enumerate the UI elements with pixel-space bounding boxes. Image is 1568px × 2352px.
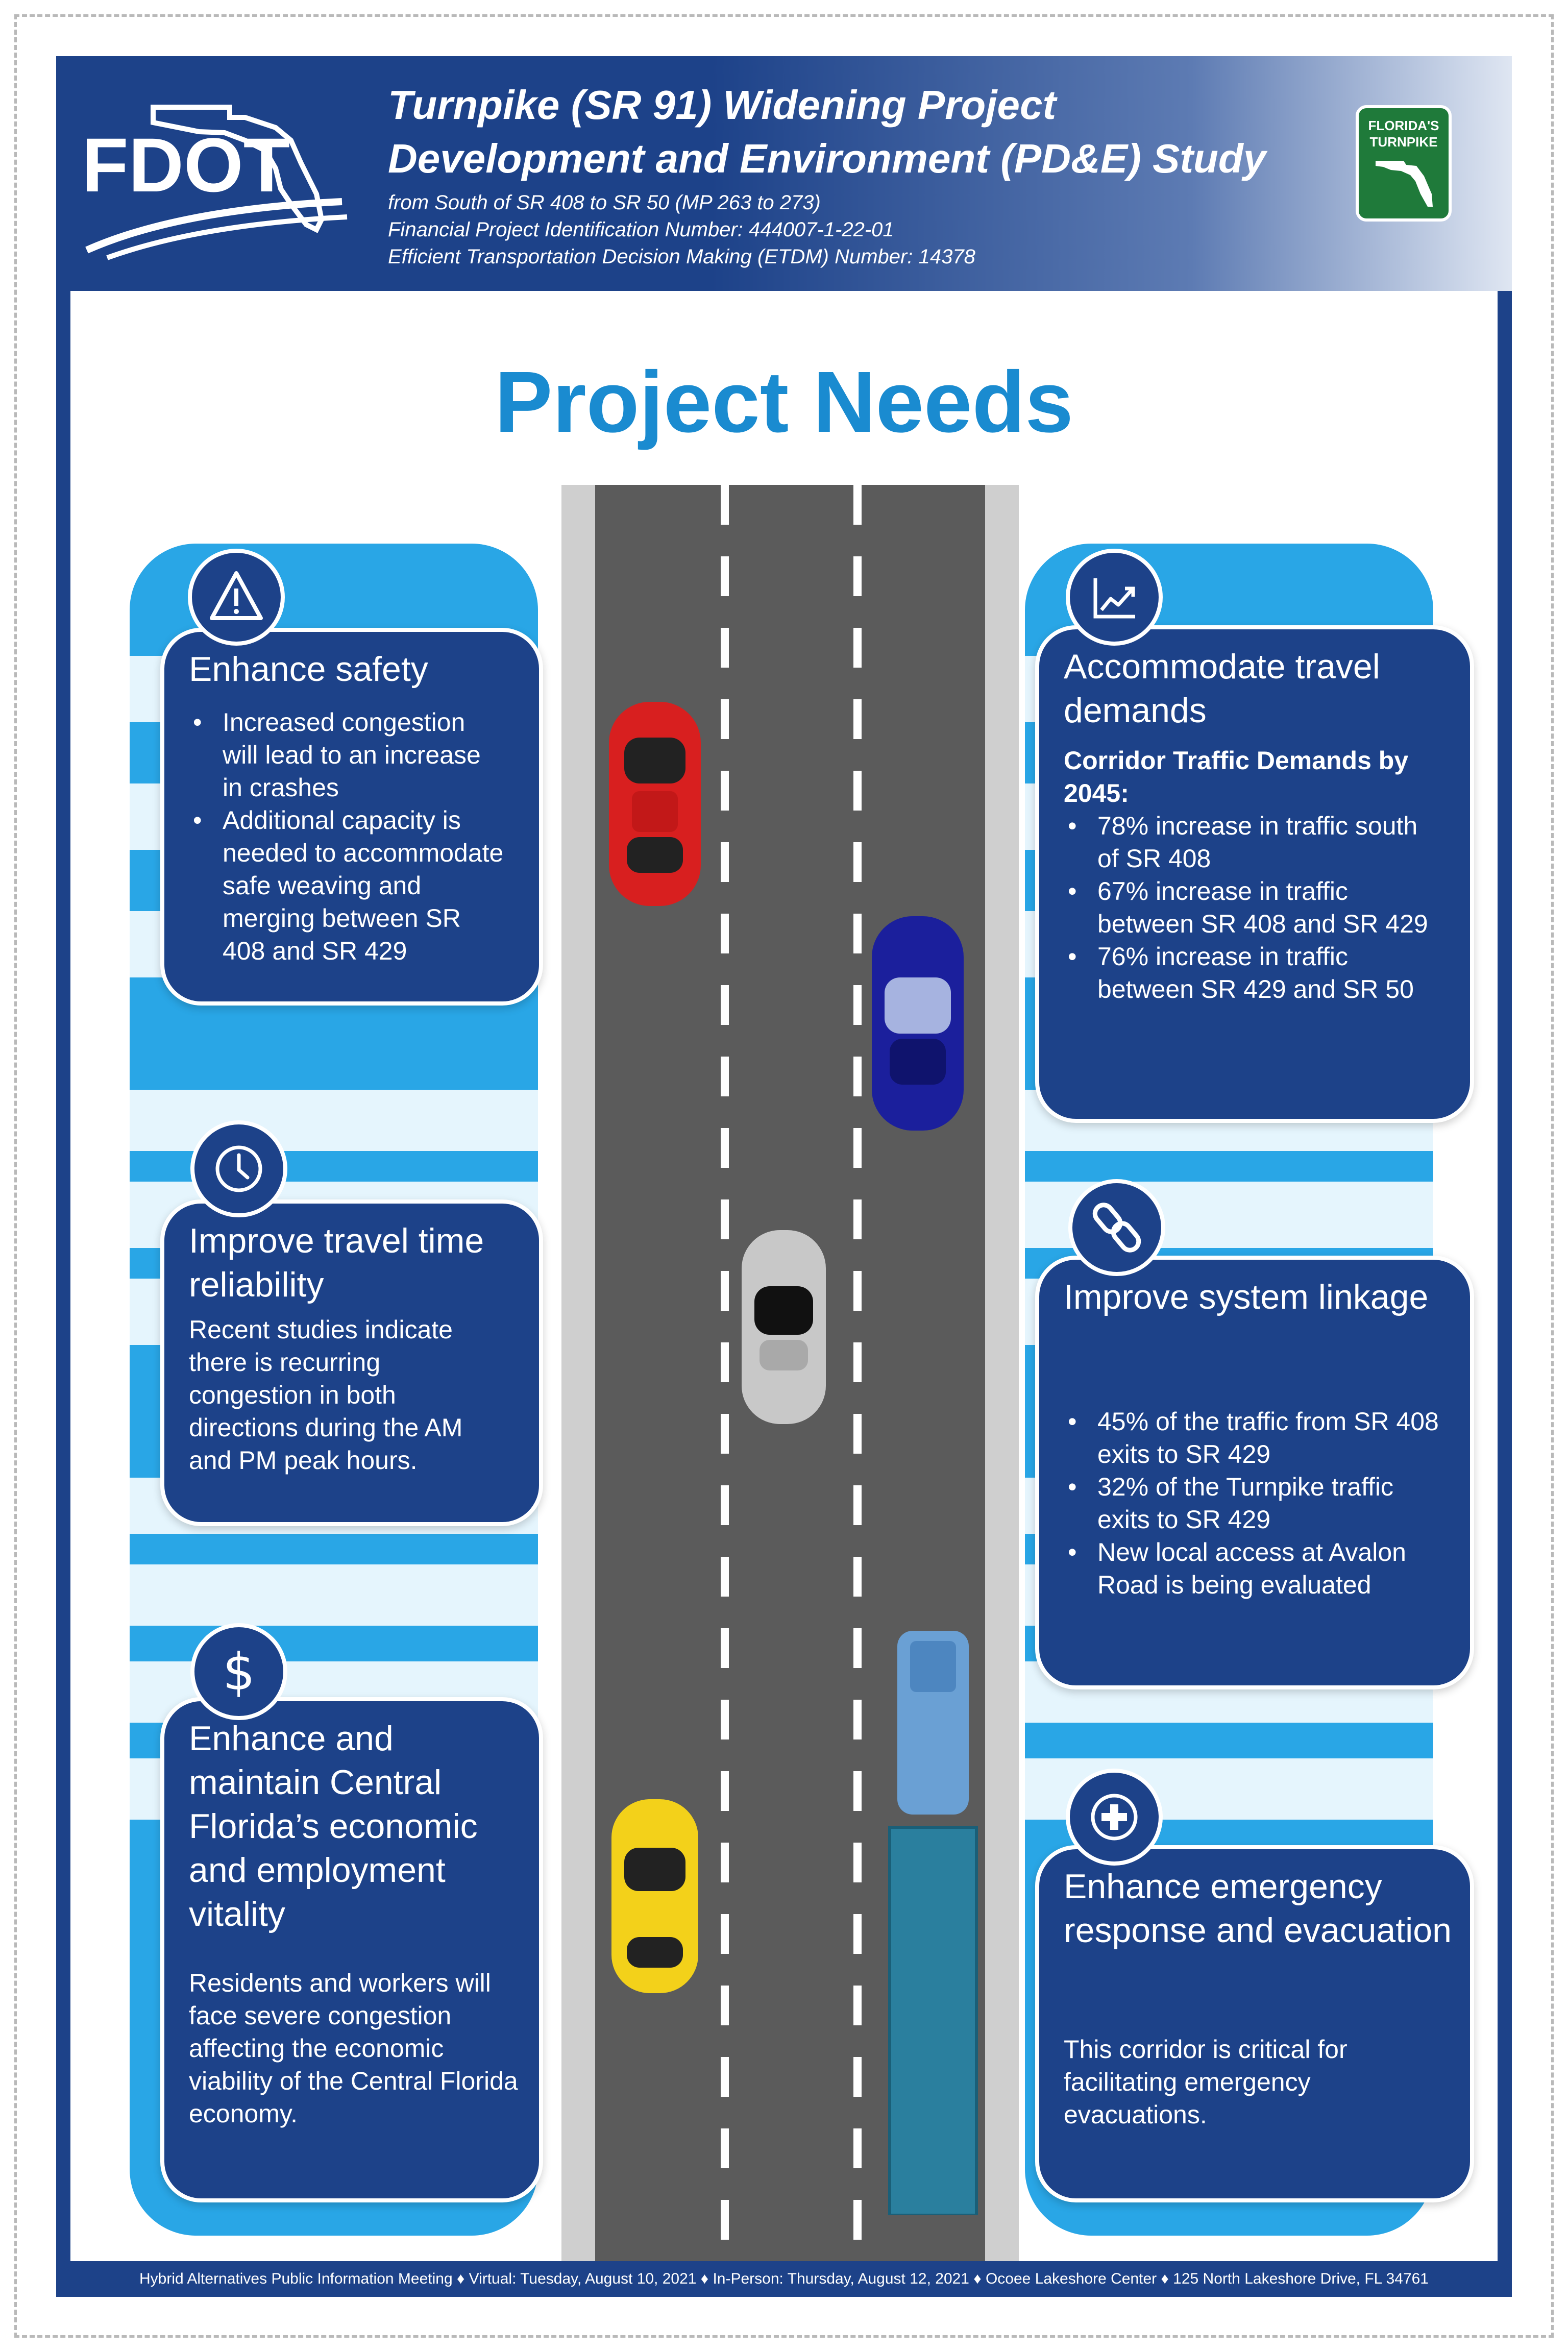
list-item: 67% increase in traffic between SR 408 a… xyxy=(1064,875,1441,940)
footer-meeting-info: Hybrid Alternatives Public Information M… xyxy=(139,2270,1429,2287)
card-subtitle: Corridor Traffic Demands by 2045: xyxy=(1064,746,1409,807)
card-emergency-response: Enhance emergency response and evacuatio… xyxy=(1035,1845,1474,2202)
list-item: 76% increase in traffic between SR 429 a… xyxy=(1064,940,1441,1006)
dashed-border xyxy=(14,14,1554,2338)
project-title-line1: Turnpike (SR 91) Widening Project xyxy=(388,82,1057,128)
dollar-icon: $ xyxy=(190,1623,287,1720)
svg-text:$: $ xyxy=(223,1642,255,1702)
florida-turnpike-logo: FLORIDA'S TURNPIKE xyxy=(1356,105,1452,222)
list-item: 32% of the Turnpike traffic exits to SR … xyxy=(1064,1471,1441,1536)
trend-chart-icon xyxy=(1066,549,1163,646)
list-item: Increased congestion will lead to an inc… xyxy=(189,706,505,804)
fdot-logo-text: FDOT xyxy=(82,122,290,208)
list-item: 78% increase in traffic south of SR 408 xyxy=(1064,810,1441,875)
fdot-logo: FDOT xyxy=(82,105,348,260)
card-body: This corridor is critical for facilitati… xyxy=(1064,2035,1348,2129)
turnpike-logo-line2: TURNPIKE xyxy=(1370,134,1438,150)
card-title: Enhance emergency response and evacuatio… xyxy=(1064,1867,1452,1950)
financial-project-id: Financial Project Identification Number:… xyxy=(388,218,894,241)
card-title: Accommodate travel demands xyxy=(1064,647,1380,730)
card-title: Improve travel time reliability xyxy=(189,1221,484,1304)
poster: FDOT Turnpike (SR 91) Widening Project D… xyxy=(56,56,1512,2297)
lane-line xyxy=(721,485,729,2261)
card-body: Residents and workers will face severe c… xyxy=(189,1969,518,2128)
content-area: Project Needs xyxy=(70,291,1498,2261)
card-economic-vitality: Enhance and maintain Central Florida’s e… xyxy=(160,1697,543,2202)
page-title: Project Needs xyxy=(495,354,1073,451)
card-body: 45% of the traffic from SR 408 exits to … xyxy=(1064,1405,1441,1601)
list-item: New local access at Avalon Road is being… xyxy=(1064,1536,1441,1601)
card-body: Recent studies indicate there is recurri… xyxy=(189,1315,463,1475)
list-item: 45% of the traffic from SR 408 exits to … xyxy=(1064,1405,1441,1471)
silver-car-icon xyxy=(742,1230,826,1424)
medical-plus-icon xyxy=(1066,1769,1163,1866)
card-body: Corridor Traffic Demands by 2045: 78% in… xyxy=(1064,744,1441,1006)
link-icon xyxy=(1068,1179,1165,1276)
header-banner: FDOT Turnpike (SR 91) Widening Project D… xyxy=(56,56,1512,291)
lane-line xyxy=(853,485,862,2261)
clock-icon xyxy=(190,1120,287,1217)
card-enhance-safety: Enhance safety Increased congestion will… xyxy=(160,628,543,1006)
etdm-number: Efficient Transportation Decision Making… xyxy=(388,246,975,268)
project-title-line2: Development and Environment (PD&E) Study xyxy=(388,136,1266,181)
list-item: Additional capacity is needed to accommo… xyxy=(189,804,505,967)
blue-car-icon xyxy=(872,916,964,1131)
yellow-car-icon xyxy=(611,1799,698,1993)
card-improve-travel-time-reliability: Improve travel time reliability Recent s… xyxy=(160,1199,543,1526)
card-accommodate-travel-demands: Accommodate travel demands Corridor Traf… xyxy=(1035,625,1474,1123)
warning-icon xyxy=(188,549,285,646)
turnpike-logo-line1: FLORIDA'S xyxy=(1368,118,1439,133)
card-body: Increased congestion will lead to an inc… xyxy=(189,706,505,967)
project-limits: from South of SR 408 to SR 50 (MP 263 to… xyxy=(388,191,821,214)
card-title: Enhance safety xyxy=(189,650,428,689)
card-title: Enhance and maintain Central Florida’s e… xyxy=(189,1719,478,1933)
road-shoulder-left xyxy=(561,485,595,2261)
semi-truck-icon xyxy=(888,1631,978,2215)
red-car-icon xyxy=(609,702,701,906)
card-title: Improve system linkage xyxy=(1064,1278,1429,1316)
card-improve-system-linkage: Improve system linkage 45% of the traffi… xyxy=(1035,1256,1474,1689)
road-shoulder-right xyxy=(985,485,1019,2261)
